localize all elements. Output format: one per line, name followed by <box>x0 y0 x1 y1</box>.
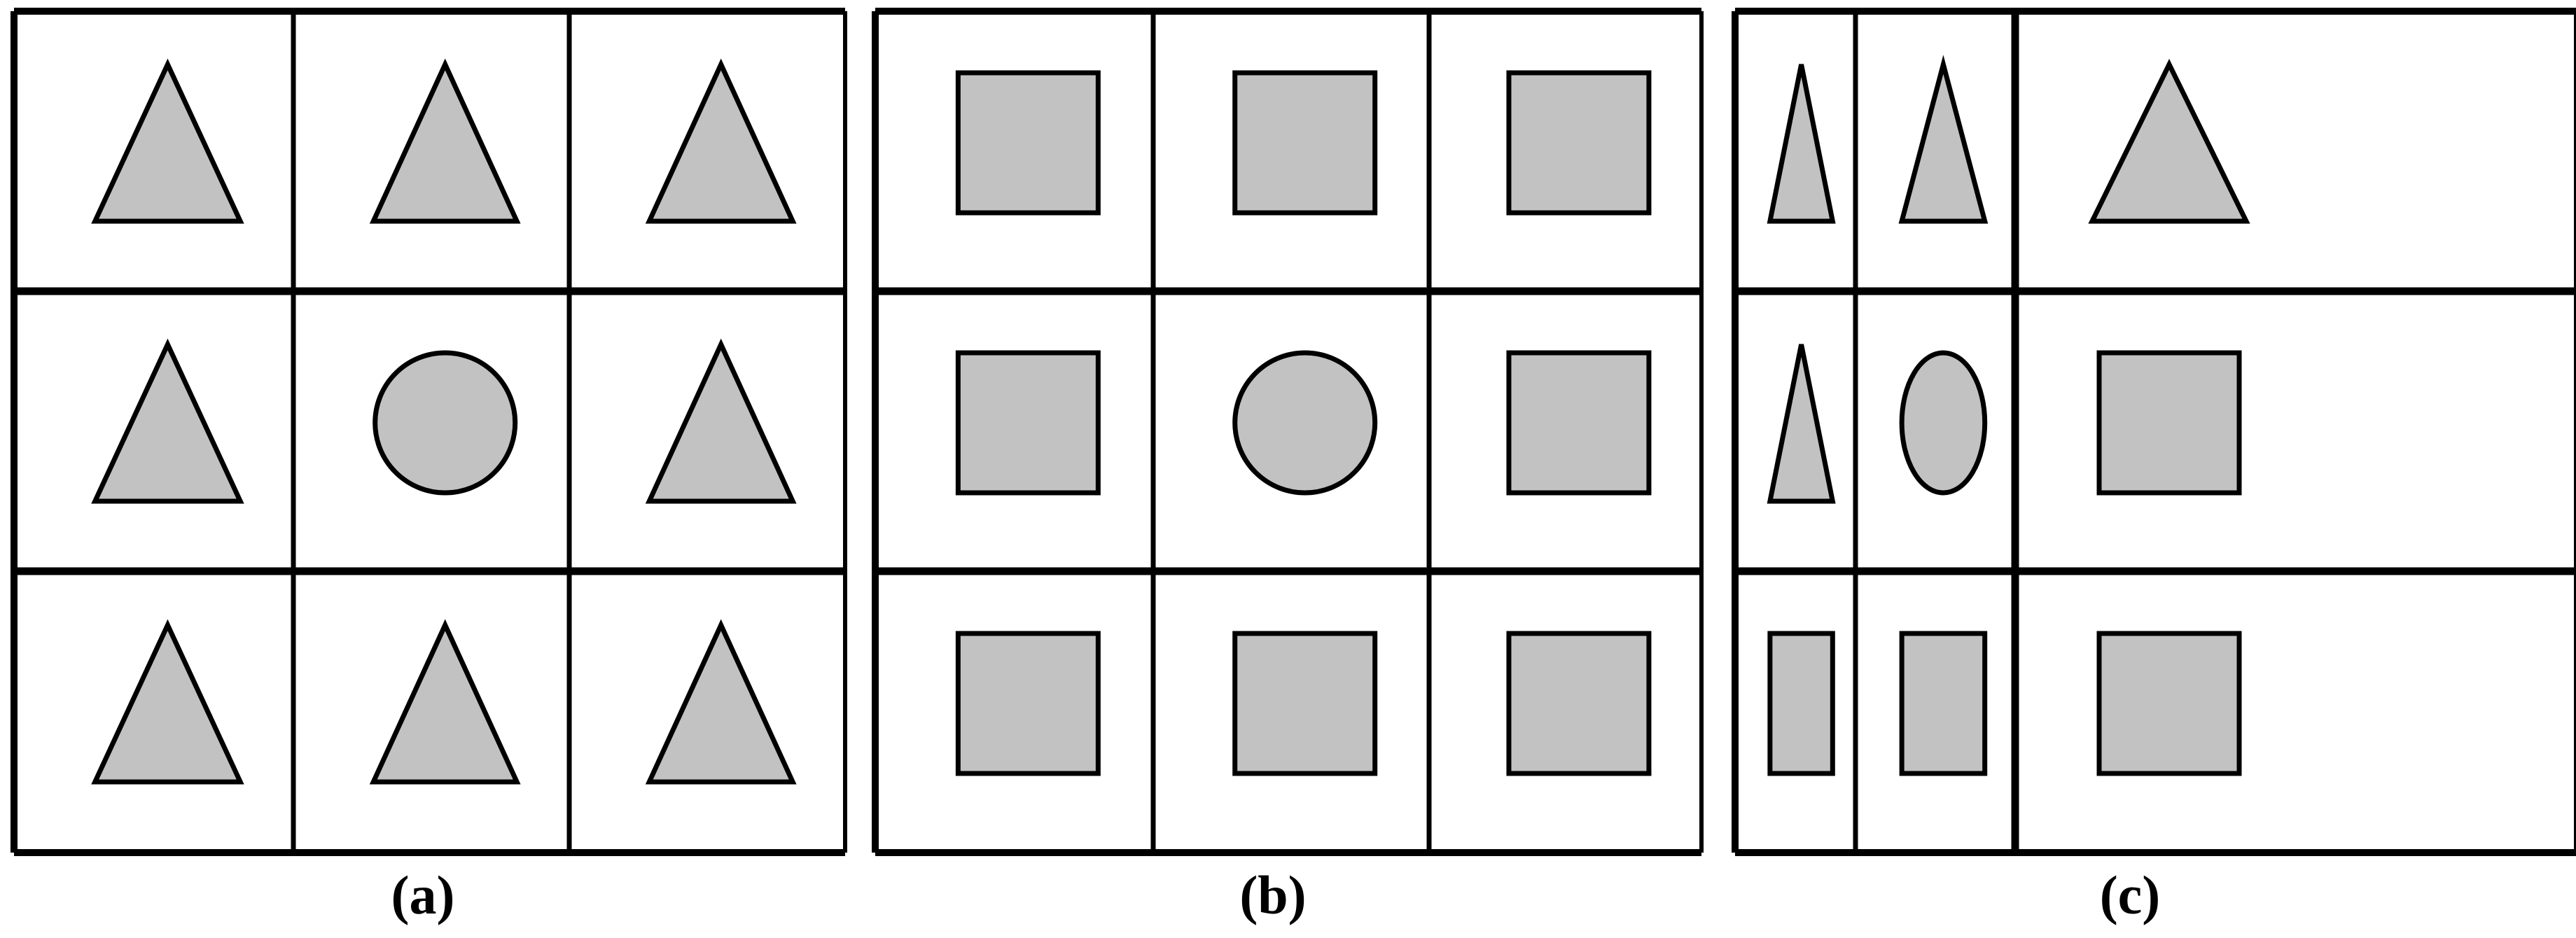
panel-a-cell-0-2-triangle <box>645 58 797 224</box>
panel-b-label: (b) <box>1239 864 1307 925</box>
panel-c-cell-1-2-square <box>2096 350 2242 496</box>
panel-a-cell-0-1-triangle <box>369 58 521 224</box>
panel-c-label: (c) <box>2099 864 2161 925</box>
panel-c-cell-1-1-circle <box>1899 350 1988 496</box>
panel-c-cell-2-2-square <box>2096 631 2242 776</box>
panel-b-cell-1-0-square <box>955 350 1101 496</box>
panel-c-cell-1-0-triangle <box>1767 344 1836 504</box>
panel-a-shapes <box>91 58 797 785</box>
panel-b-cell-2-1-square <box>1232 631 1378 776</box>
panel-b-canvas <box>872 8 1704 856</box>
panel-c-cell-0-0-triangle <box>1767 64 1836 224</box>
panel-c-canvas <box>1732 8 2576 856</box>
panel-a-canvas <box>11 8 847 856</box>
panel-a-cell-1-0-triangle <box>91 338 244 504</box>
panel-a-cell-0-0-triangle <box>91 58 244 224</box>
panel-b-cell-2-0-square <box>955 631 1101 776</box>
panel-a-label: (a) <box>391 864 455 925</box>
panel-c-cell-2-0-square <box>1767 631 1835 776</box>
panel-b-cell-1-1-circle <box>1232 350 1378 496</box>
panel-b-cell-2-2-square <box>1506 631 1652 776</box>
panel-b-gridlines <box>872 8 1704 856</box>
panel-c-cell-0-1-triangle <box>1898 55 1989 224</box>
panel-b-shapes <box>955 70 1652 776</box>
panel-c-cell-2-1-square <box>1899 631 1988 776</box>
panel-a-cell-2-1-triangle <box>369 619 521 785</box>
panel-b-cell-0-0-square <box>955 70 1101 216</box>
panel-a-gridlines <box>11 8 847 856</box>
panel-c-gridlines <box>1732 8 2576 856</box>
panel-c-cell-0-2-triangle <box>2088 59 2250 224</box>
panel-c-shapes <box>1767 55 2250 776</box>
panel-b-cell-0-1-square <box>1232 70 1378 216</box>
panel-b-cell-0-2-square <box>1506 70 1652 216</box>
panel-a-cell-1-1-circle <box>373 350 518 496</box>
panel-a-cell-1-2-triangle <box>645 338 797 504</box>
panel-a-cell-2-2-triangle <box>645 619 797 785</box>
panel-a-cell-2-0-triangle <box>91 619 244 785</box>
panel-b-cell-1-2-square <box>1506 350 1652 496</box>
